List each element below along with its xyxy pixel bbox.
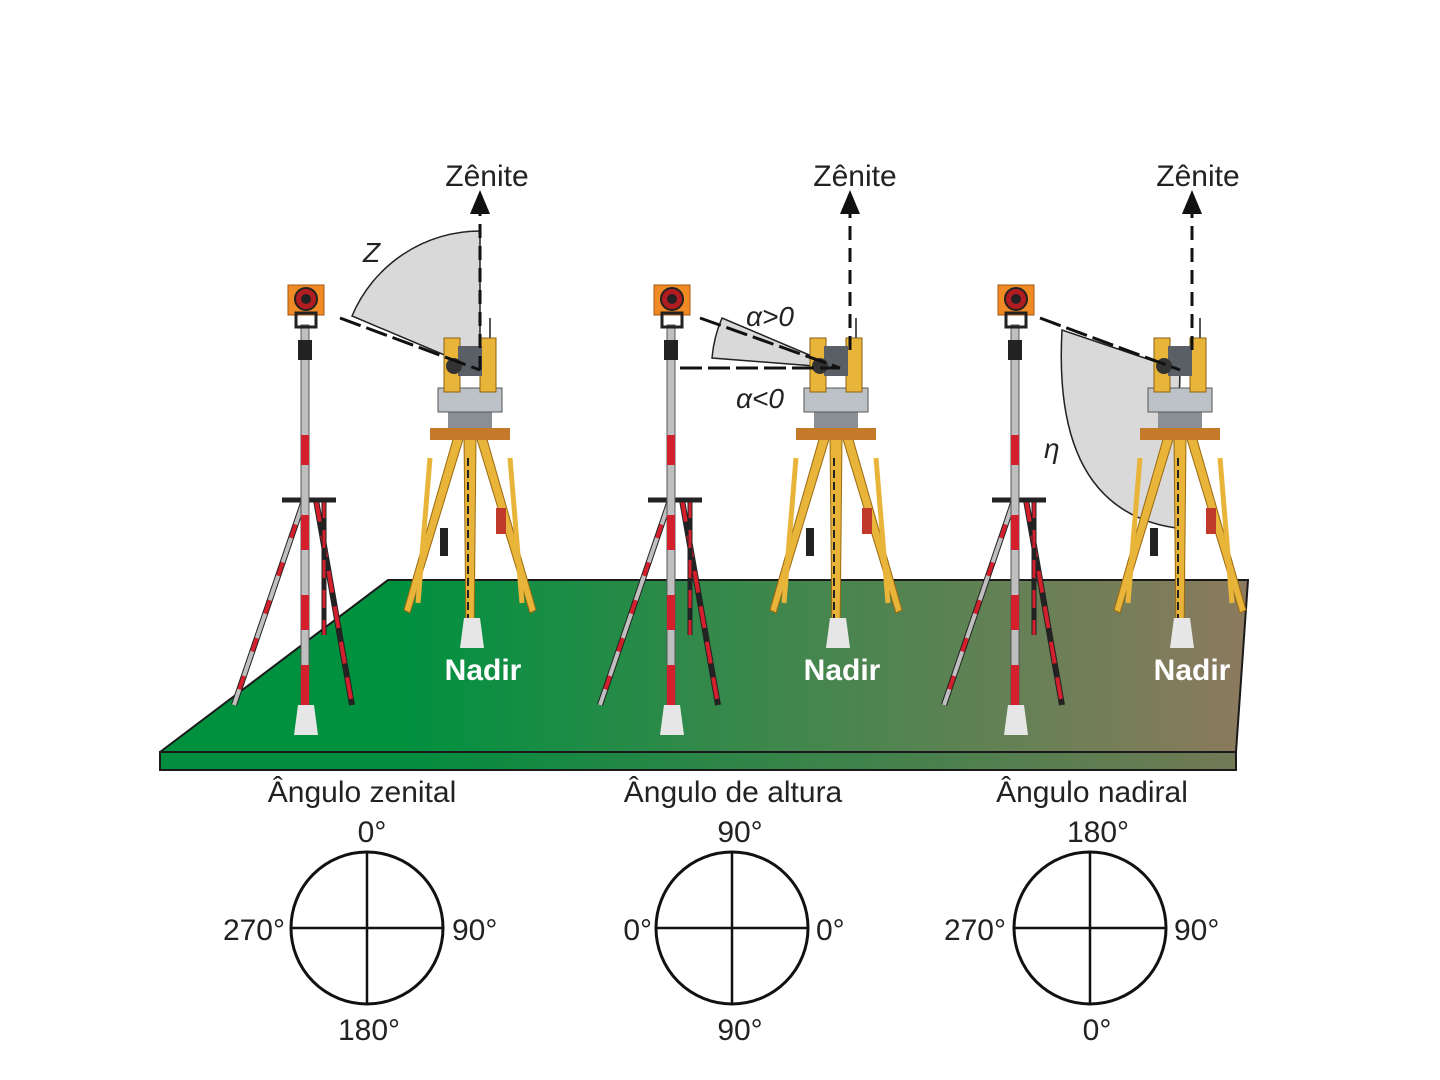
angle-symbol-alpha-positive: α>0 (746, 301, 794, 332)
circle-label-bottom: 180° (338, 1014, 400, 1047)
circle-label-left: 270° (223, 914, 285, 947)
circle-label-top: 90° (717, 816, 762, 849)
zenith-label: Zênite (445, 160, 528, 193)
circle-label-top: 180° (1067, 816, 1129, 849)
zenith-arrow-icon (1182, 190, 1202, 214)
angle-symbol-z: Z (362, 237, 381, 268)
circle-label-right: 90° (1174, 914, 1219, 947)
circle-label-right: 0° (816, 914, 845, 947)
zenith-arrow-icon (470, 190, 490, 214)
circle-label-bottom: 90° (717, 1014, 762, 1047)
circle-nadir: 180° 90° 0° 270° (944, 816, 1219, 1047)
circle-zenith: 0° 90° 180° 270° (223, 816, 497, 1047)
angle-symbol-eta: η (1044, 433, 1060, 464)
circle-label-bottom: 0° (1083, 1014, 1112, 1047)
circle-label-right: 90° (452, 914, 497, 947)
caption-zenith-angle: Ângulo zenital (268, 776, 456, 809)
caption-altitude-angle: Ângulo de altura (624, 776, 843, 809)
circle-label-left: 0° (623, 914, 652, 947)
circle-label-left: 270° (944, 914, 1006, 947)
angle-symbol-alpha-negative: α<0 (736, 383, 784, 414)
nadir-label: Nadir (445, 654, 522, 687)
zenith-arrow-icon (840, 190, 860, 214)
zenith-label: Zênite (813, 160, 896, 193)
circle-label-top: 0° (358, 816, 387, 849)
circle-altitude: 90° 0° 90° 0° (623, 816, 844, 1047)
nadir-label: Nadir (1154, 654, 1231, 687)
zenith-label: Zênite (1156, 160, 1239, 193)
nadir-label: Nadir (804, 654, 881, 687)
caption-nadir-angle: Ângulo nadiral (996, 776, 1188, 809)
